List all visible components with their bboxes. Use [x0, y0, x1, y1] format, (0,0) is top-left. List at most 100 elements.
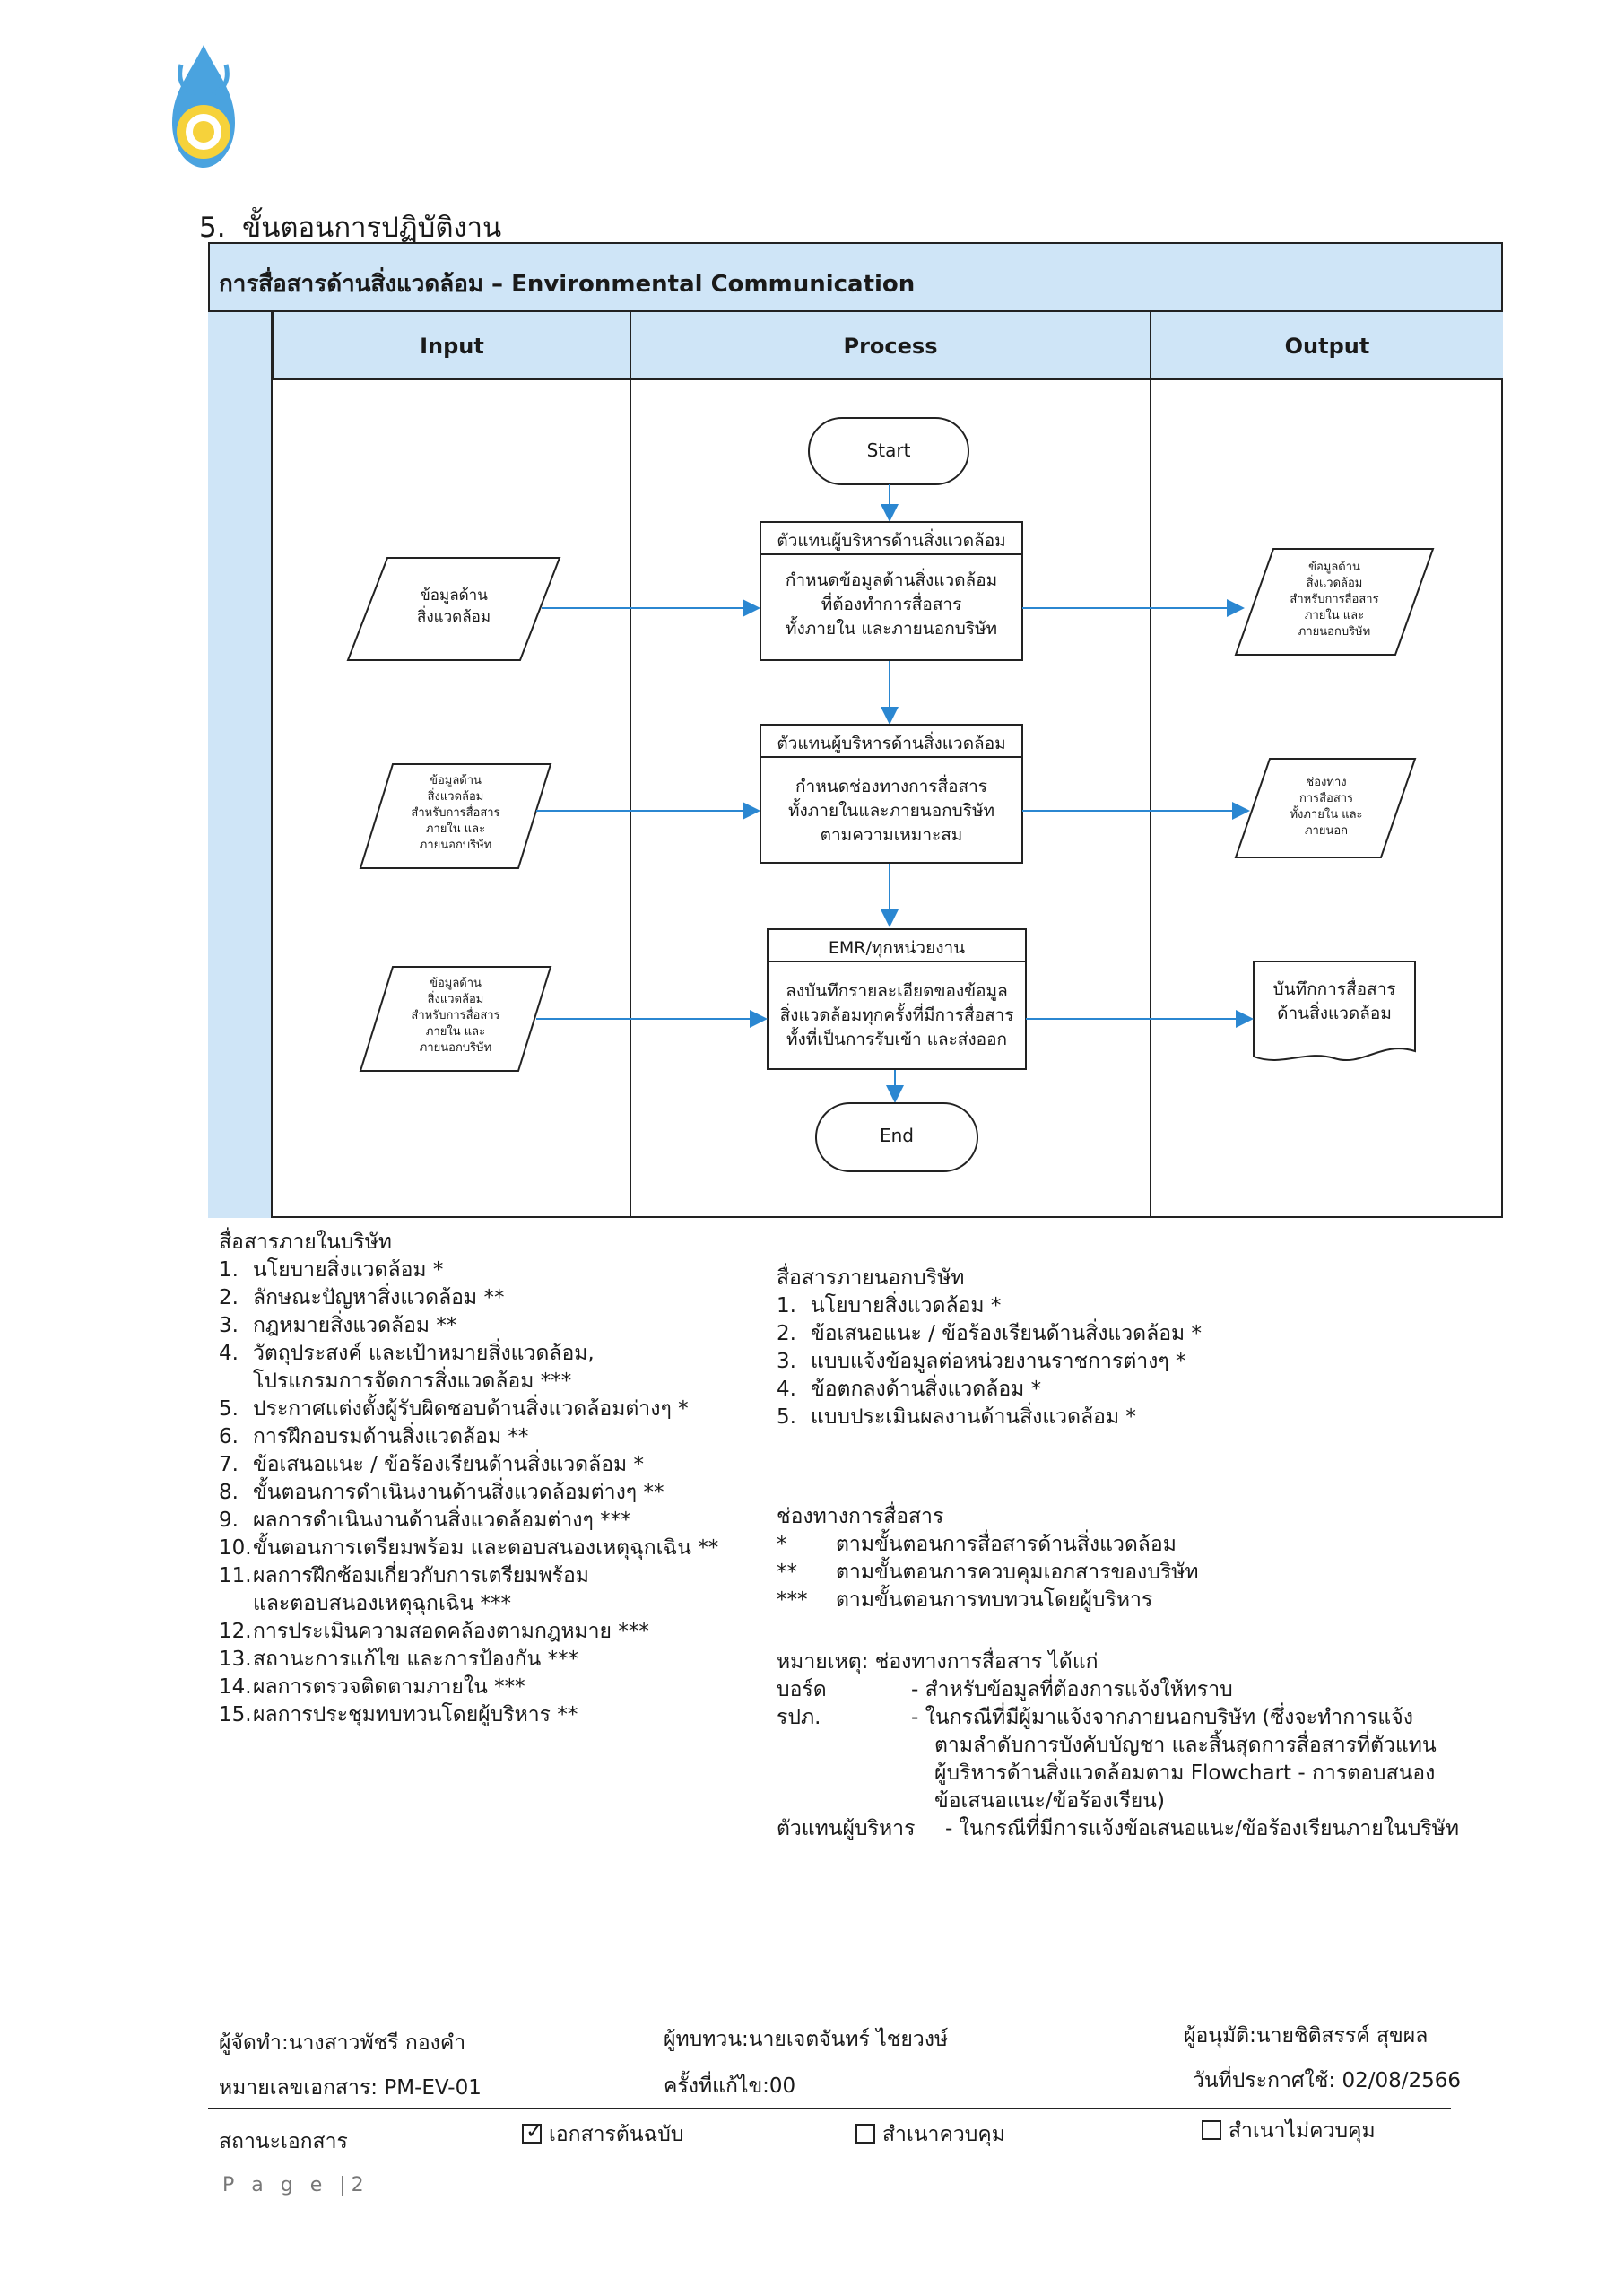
external-item-number: 5. — [777, 1405, 796, 1429]
status-original-checkbox[interactable] — [522, 2118, 543, 2144]
internal-item-text: สถานะการแก้ไข และการป้องกัน *** — [253, 1648, 579, 1671]
output1-line: สำหรับการสื่อสาร — [1290, 593, 1379, 606]
output1-text: ข้อมูลด้าน สิ่งแวดล้อม สำหรับการสื่อสาร … — [1254, 560, 1415, 640]
internal-item: 14.ผลการตรวจติดตามภายใน *** — [219, 1674, 793, 1701]
internal-item: 3.กฎหมายสิ่งแวดล้อม ** — [219, 1312, 793, 1340]
note-rpk-line: ผู้บริหารด้านสิ่งแวดล้อมตาม Flowchart - … — [934, 1761, 1436, 1785]
internal-item: 11.ผลการฝึกซ้อมเกี่ยวกับการเตรียมพร้อม — [219, 1562, 793, 1590]
external-item-number: 1. — [777, 1294, 796, 1318]
output2-parallelogram — [1234, 758, 1417, 858]
end-label: End — [879, 1125, 914, 1146]
internal-item-text: ผลการตรวจติดตามภายใน *** — [253, 1675, 525, 1699]
channel-item-number: * — [777, 1533, 787, 1556]
section-heading: 5.ขั้นตอนการปฏิบัติงาน — [199, 204, 501, 249]
external-item: 1.นโยบายสิ่งแวดล้อม * — [777, 1292, 1333, 1320]
internal-item-number: 5. — [219, 1397, 239, 1421]
external-list: สื่อสารภายนอกบริษัท 1.นโยบายสิ่งแวดล้อม … — [777, 1265, 1333, 1431]
status-label: สถานะเอกสาร — [219, 2130, 348, 2153]
external-item-text: แบบแจ้งข้อมูลต่อหน่วยงานราชการต่างๆ * — [811, 1350, 1186, 1373]
step2-line: ทั้งภายในและภายนอกบริษัท — [787, 801, 995, 821]
internal-item-number: 9. — [219, 1509, 239, 1532]
input1-line: สิ่งแวดล้อม — [416, 608, 491, 626]
status-uncontrolled-checkbox[interactable] — [1202, 2120, 1221, 2140]
internal-item: 5. ประกาศแต่งตั้งผู้รับผิดชอบด้านสิ่งแวดล… — [219, 1396, 793, 1423]
internal-item-text: และตอบสนองเหตุฉุกเฉิน *** — [253, 1592, 512, 1615]
channel-item: ** ตามขั้นตอนการควบคุมเอกสารของบริษัท — [777, 1559, 1333, 1587]
internal-item-number: 11. — [219, 1564, 252, 1587]
input3-line: ภายใน และ — [425, 1025, 486, 1039]
step1-body: กำหนดข้อมูลด้านสิ่งแวดล้อม ที่ต้องทำการส… — [760, 569, 1022, 641]
note-mgr-label: ตัวแทนผู้บริหาร — [777, 1817, 916, 1840]
internal-item-text: ประกาศแต่งตั้งผู้รับผิดชอบด้านสิ่งแวดล้อ… — [253, 1397, 689, 1421]
input3-line: สิ่งแวดล้อม — [427, 993, 484, 1006]
input1-text: ข้อมูลด้าน สิ่งแวดล้อม — [377, 585, 531, 628]
note-board-text: - สำหรับข้อมูลที่ต้องการแจ้งให้ทราบ — [911, 1678, 1233, 1701]
external-item: 4.ข้อตกลงด้านสิ่งแวดล้อม * — [777, 1376, 1333, 1404]
external-item-text: ข้อตกลงด้านสิ่งแวดล้อม * — [811, 1378, 1042, 1401]
output3-text: บันทึกการสื่อสาร ด้านสิ่งแวดล้อม — [1254, 978, 1415, 1026]
note-rpk-line: ตามลำดับการบังคับบัญชา และสิ้นสุดการสื่อ… — [934, 1734, 1437, 1757]
reviewed-by: ผู้ทบทวน:นายเจตจันทร์ ไชยวงษ์ — [664, 2028, 949, 2051]
page-number: P a g e |2 — [222, 2174, 369, 2196]
status-controlled-checkbox[interactable] — [855, 2124, 875, 2144]
input2-line: ข้อมูลด้าน — [430, 774, 482, 787]
output2-line: ช่องทาง — [1306, 776, 1347, 789]
input3-line: ภายนอกบริษัท — [419, 1041, 492, 1055]
internal-item-text: วัตถุประสงค์ และเป้าหมายสิ่งแวดล้อม, — [253, 1342, 595, 1365]
input2-line: ภายนอกบริษัท — [419, 839, 492, 852]
company-logo — [172, 45, 235, 168]
note-section: หมายเหตุ: ช่องทางการสื่อสาร ได้แก่ บอร์ด… — [777, 1648, 1494, 1843]
output3-line: บันทึกการสื่อสาร — [1272, 979, 1396, 999]
output1-line: สิ่งแวดล้อม — [1306, 577, 1363, 590]
output2-line: ภายนอก — [1304, 824, 1349, 838]
internal-item: 4. วัตถุประสงค์ และเป้าหมายสิ่งแวดล้อม, — [219, 1340, 793, 1368]
channels-list: ช่องทางการสื่อสาร *ตามขั้นตอนการสื่อสารด… — [777, 1503, 1333, 1614]
internal-item-text: โปรแกรมการจัดการสิ่งแวดล้อม *** — [253, 1370, 572, 1393]
channel-item: ***ตามขั้นตอนการทบทวนโดยผู้บริหาร — [777, 1587, 1333, 1614]
internal-item-number: 13. — [219, 1648, 252, 1671]
step2-line: ตามความเหมาะสม — [820, 825, 963, 845]
step1-line: ที่ต้องทำการสื่อสาร — [821, 595, 962, 614]
internal-item-number: 15. — [219, 1703, 252, 1726]
internal-item-text: กฎหมายสิ่งแวดล้อม ** — [253, 1314, 457, 1337]
input2-text: ข้อมูลด้าน สิ่งแวดล้อม สำหรับการสื่อสาร … — [377, 773, 534, 854]
note-rpk-label: รปภ. — [777, 1706, 821, 1729]
internal-item: 13.สถานะการแก้ไข และการป้องกัน *** — [219, 1646, 793, 1674]
external-item-number: 3. — [777, 1350, 796, 1373]
internal-item: และตอบสนองเหตุฉุกเฉิน *** — [219, 1590, 793, 1618]
step3-line: สิ่งแวดล้อมทุกครั้งที่มีการสื่อสาร — [779, 1005, 1014, 1025]
internal-item-number: 12. — [219, 1620, 252, 1643]
internal-list: สื่อสารภายในบริษัท 1.นโยบายสิ่งแวดล้อม *… — [219, 1229, 793, 1729]
internal-item: 6.การฝึกอบรมด้านสิ่งแวดล้อม ** — [219, 1423, 793, 1451]
internal-item: 1.นโยบายสิ่งแวดล้อม * — [219, 1257, 793, 1284]
status-original-label: เอกสารต้นฉบับ — [549, 2123, 684, 2146]
input3-line: สำหรับการสื่อสาร — [411, 1009, 500, 1022]
lane-divider — [1150, 380, 1151, 1218]
note-heading: หมายเหตุ: ช่องทางการสื่อสาร ได้แก่ — [777, 1650, 1099, 1674]
internal-item-text: ขั้นตอนการดำเนินงานด้านสิ่งแวดล้อมต่างๆ … — [253, 1481, 664, 1504]
status-controlled-label: สำเนาควบคุม — [882, 2123, 1005, 2146]
internal-item-text: นโยบายสิ่งแวดล้อม * — [253, 1258, 444, 1282]
footer-divider — [208, 2108, 1451, 2109]
start-label: Start — [866, 439, 911, 461]
internal-item: โปรแกรมการจัดการสิ่งแวดล้อม *** — [219, 1368, 793, 1396]
flowchart-title-bar — [208, 242, 1503, 312]
status-controlled: สำเนาควบคุม — [855, 2118, 1005, 2151]
step2-line: กำหนดช่องทางการสื่อสาร — [795, 777, 987, 796]
step2-body: กำหนดช่องทางการสื่อสาร ทั้งภายในและภายนอ… — [760, 775, 1022, 848]
approved-by: ผู้อนุมัติ:นายชิติสรรค์ สุขผล — [1184, 2024, 1429, 2048]
output1-line: ข้อมูลด้าน — [1308, 561, 1360, 574]
external-item-text: ข้อเสนอแนะ / ข้อร้องเรียนด้านสิ่งแวดล้อม… — [811, 1322, 1202, 1345]
note-rpk-line: ข้อเสนอแนะ/ข้อร้องเรียน) — [934, 1789, 1165, 1813]
step1-line: ทั้งภายใน และภายนอกบริษัท — [785, 619, 998, 639]
input2-parallelogram — [359, 763, 552, 869]
channel-item-text: ตามขั้นตอนการทบทวนโดยผู้บริหาร — [836, 1588, 1153, 1612]
internal-item-number: 4. — [219, 1342, 239, 1365]
channel-item-number: ** — [777, 1561, 797, 1584]
input2-line: ภายใน และ — [425, 822, 486, 836]
external-item: 2.ข้อเสนอแนะ / ข้อร้องเรียนด้านสิ่งแวดล้… — [777, 1320, 1333, 1348]
flowchart-diagram — [346, 417, 1435, 1172]
channel-item-text: ตามขั้นตอนการควบคุมเอกสารของบริษัท — [836, 1561, 1199, 1584]
step3-box — [767, 928, 1027, 1070]
internal-item: 15.ผลการประชุมทบทวนโดยผู้บริหาร ** — [219, 1701, 793, 1729]
